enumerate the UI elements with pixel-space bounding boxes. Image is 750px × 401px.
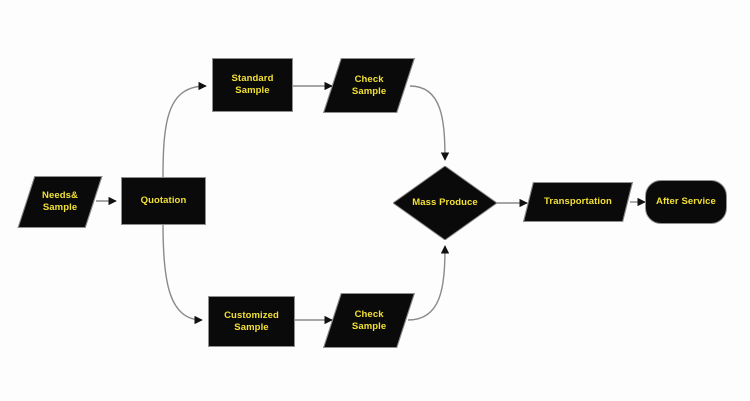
- node-check-sample-bottom-label: Check Sample: [351, 308, 387, 332]
- node-check-sample-top-label: Check Sample: [351, 73, 387, 97]
- node-quotation-label: Quotation: [140, 195, 187, 207]
- node-transportation-label: Transportation: [544, 196, 612, 208]
- edge-check-sample-bottom-to-mass-produce: [407, 245, 450, 321]
- node-standard-sample[interactable]: Standard Sample: [212, 58, 293, 112]
- node-transportation[interactable]: Transportation: [523, 182, 633, 222]
- node-customized-sample-label: Customized Sample: [224, 309, 279, 333]
- node-after-service-label: After Service: [656, 196, 716, 208]
- node-mass-produce[interactable]: Mass Produce: [393, 166, 497, 240]
- node-mass-produce-label: Mass Produce: [412, 197, 478, 209]
- node-customized-sample[interactable]: Customized Sample: [208, 296, 295, 347]
- edge-quotation-to-customized-sample: [162, 224, 203, 325]
- node-check-sample-bottom[interactable]: Check Sample: [323, 293, 415, 348]
- edge-quotation-to-standard-sample: [162, 81, 207, 178]
- edge-check-sample-top-to-mass-produce: [409, 85, 450, 161]
- node-needs-sample-label: Needs& Sample: [42, 190, 78, 213]
- diamond-shape: [393, 166, 497, 240]
- node-after-service[interactable]: After Service: [645, 180, 727, 224]
- node-needs-sample[interactable]: Needs& Sample: [17, 176, 103, 228]
- node-check-sample-top[interactable]: Check Sample: [323, 58, 415, 113]
- node-standard-sample-label: Standard Sample: [231, 73, 274, 96]
- node-quotation[interactable]: Quotation: [121, 177, 206, 225]
